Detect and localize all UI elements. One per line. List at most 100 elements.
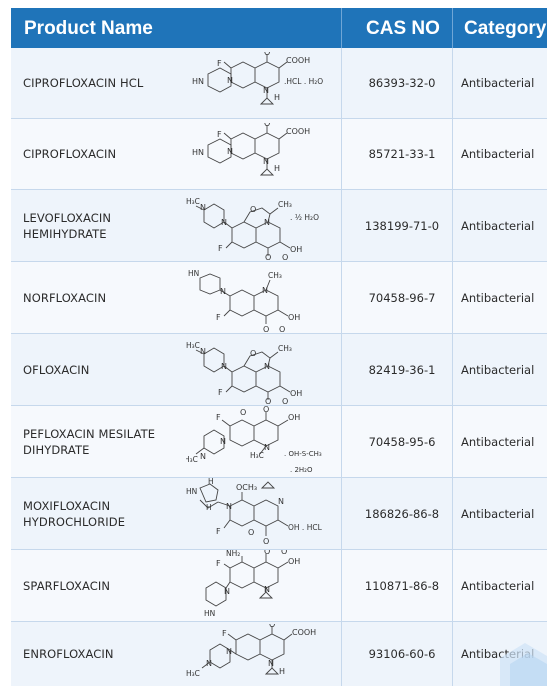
table-row: NORFLOXACIN HN N N CH₃ F <box>11 262 547 334</box>
table-row: PEFLOXACIN MESILATE DIHYDRATE F O O OH <box>11 406 547 478</box>
svg-text:. OH-S-CH₃: . OH-S-CH₃ <box>284 450 322 458</box>
product-name: MOXIFLOXACIN HYDROCHLORIDE <box>23 498 126 529</box>
column-divider <box>452 478 453 549</box>
product-name: PEFLOXACIN MESILATE DIHYDRATE <box>23 426 156 457</box>
chemical-structure-image: F O COOH HN N N H .HCL . H₂O <box>186 52 336 115</box>
cas-number: 70458-96-7 <box>368 290 436 305</box>
cas-number: 186826-86-8 <box>364 506 440 521</box>
svg-text:H: H <box>208 478 214 486</box>
svg-text:N: N <box>221 362 227 371</box>
svg-text:N: N <box>264 362 270 371</box>
svg-text:HN: HN <box>204 609 215 618</box>
table-header: Product Name CAS NO Category <box>11 8 547 48</box>
svg-text:N: N <box>264 218 270 227</box>
svg-text:N: N <box>200 203 206 212</box>
column-divider <box>452 406 453 477</box>
column-divider <box>341 190 342 261</box>
svg-text:CH₃: CH₃ <box>278 344 292 353</box>
column-divider <box>452 334 453 405</box>
category-label: Antibacterial <box>461 362 535 377</box>
svg-text:COOH: COOH <box>286 127 310 136</box>
svg-text:H₃C: H₃C <box>186 669 200 678</box>
column-divider <box>341 119 342 189</box>
header-divider <box>452 8 453 48</box>
table-body: CIPROFLOXACIN HCL F O COOH HN N <box>11 48 547 686</box>
svg-text:O: O <box>264 123 270 128</box>
chemical-structure-image: H HN H N OCH₃ O O F OH . HCL N <box>186 478 336 550</box>
category-label: Antibacterial <box>461 290 535 305</box>
svg-text:F: F <box>216 527 221 536</box>
svg-text:NH₂: NH₂ <box>226 550 240 558</box>
header-product-name: Product Name <box>24 18 153 39</box>
svg-text:H₃C: H₃C <box>186 455 198 464</box>
product-name: ENROFLOXACIN <box>23 647 114 661</box>
chemical-structure-image: H₃C N N O CH₃ F N OH O O <box>186 336 336 404</box>
product-name: OFLOXACIN <box>23 362 90 377</box>
column-divider <box>452 262 453 333</box>
cas-number: 93106-60-6 <box>368 647 436 661</box>
column-divider <box>452 622 453 686</box>
svg-text:O: O <box>264 550 270 556</box>
svg-text:F: F <box>222 629 227 638</box>
chemical-structure-image: HN N N CH₃ F OH O O <box>186 266 336 332</box>
svg-text:CH₃: CH₃ <box>278 200 292 209</box>
column-divider <box>341 550 342 621</box>
category-label: Antibacterial <box>461 147 535 161</box>
svg-text:O: O <box>263 325 269 332</box>
svg-text:HN: HN <box>192 77 204 86</box>
column-divider <box>452 550 453 621</box>
product-name: LEVOFLOXACIN HEMIHYDRATE <box>23 210 112 241</box>
svg-text:N: N <box>226 647 232 656</box>
table-row: MOXIFLOXACIN HYDROCHLORIDE H HN <box>11 478 547 550</box>
svg-text:N: N <box>200 347 206 356</box>
header-divider <box>341 8 342 48</box>
category-label: Antibacterial <box>461 434 535 449</box>
column-divider <box>341 334 342 405</box>
svg-text:N: N <box>263 86 269 95</box>
header-cas-no: CAS NO <box>366 18 440 39</box>
svg-text:COOH: COOH <box>292 628 316 637</box>
svg-text:OH . HCL: OH . HCL <box>288 523 323 532</box>
svg-text:H: H <box>274 93 280 102</box>
svg-text:O: O <box>248 528 254 537</box>
svg-text:O: O <box>264 52 270 57</box>
svg-text:O: O <box>282 253 288 260</box>
column-divider <box>452 119 453 189</box>
product-name: CIPROFLOXACIN <box>23 147 117 161</box>
svg-text:O: O <box>240 408 246 417</box>
table-row: LEVOFLOXACIN HEMIHYDRATE H₃C N <box>11 190 547 262</box>
svg-text:. ½ H₂O: . ½ H₂O <box>290 213 319 222</box>
svg-text:COOH: COOH <box>286 56 310 65</box>
cas-number: 110871-86-8 <box>364 578 440 593</box>
svg-text:O: O <box>269 624 275 629</box>
column-divider <box>341 478 342 549</box>
product-name: CIPROFLOXACIN HCL <box>23 76 144 90</box>
svg-text:.HCL . H₂O: .HCL . H₂O <box>284 77 323 86</box>
svg-text:N: N <box>227 76 233 85</box>
cas-number: 86393-32-0 <box>368 76 436 90</box>
svg-text:N: N <box>264 585 270 594</box>
column-divider <box>452 48 453 118</box>
svg-text:N: N <box>227 147 233 156</box>
svg-text:F: F <box>216 313 221 322</box>
column-divider <box>452 190 453 261</box>
chemical-structure-image: F O O OH N N N H₃C H₃C . OH-S-CH₃ . 2H₂O <box>186 406 336 478</box>
svg-text:F: F <box>217 59 222 68</box>
chemical-structure-image: NH₂ O O F OH N N HN <box>186 550 336 622</box>
svg-text:N: N <box>226 502 232 511</box>
column-divider <box>341 262 342 333</box>
cas-number: 85721-33-1 <box>368 147 436 161</box>
svg-text:N: N <box>220 287 226 296</box>
hexagon-logo-icon <box>470 628 547 686</box>
svg-text:OH: OH <box>288 557 300 566</box>
table-row: CIPROFLOXACIN F O COOH HN N <box>11 119 547 190</box>
svg-text:F: F <box>218 244 223 253</box>
chemical-structure-image: F O COOH H₃C N N N H <box>186 624 336 684</box>
column-divider <box>341 48 342 118</box>
column-divider <box>341 406 342 477</box>
svg-text:O: O <box>265 253 271 260</box>
cas-number: 82419-36-1 <box>368 362 436 377</box>
svg-text:F: F <box>216 559 221 568</box>
svg-text:O: O <box>250 349 256 358</box>
svg-text:OH: OH <box>290 389 302 398</box>
